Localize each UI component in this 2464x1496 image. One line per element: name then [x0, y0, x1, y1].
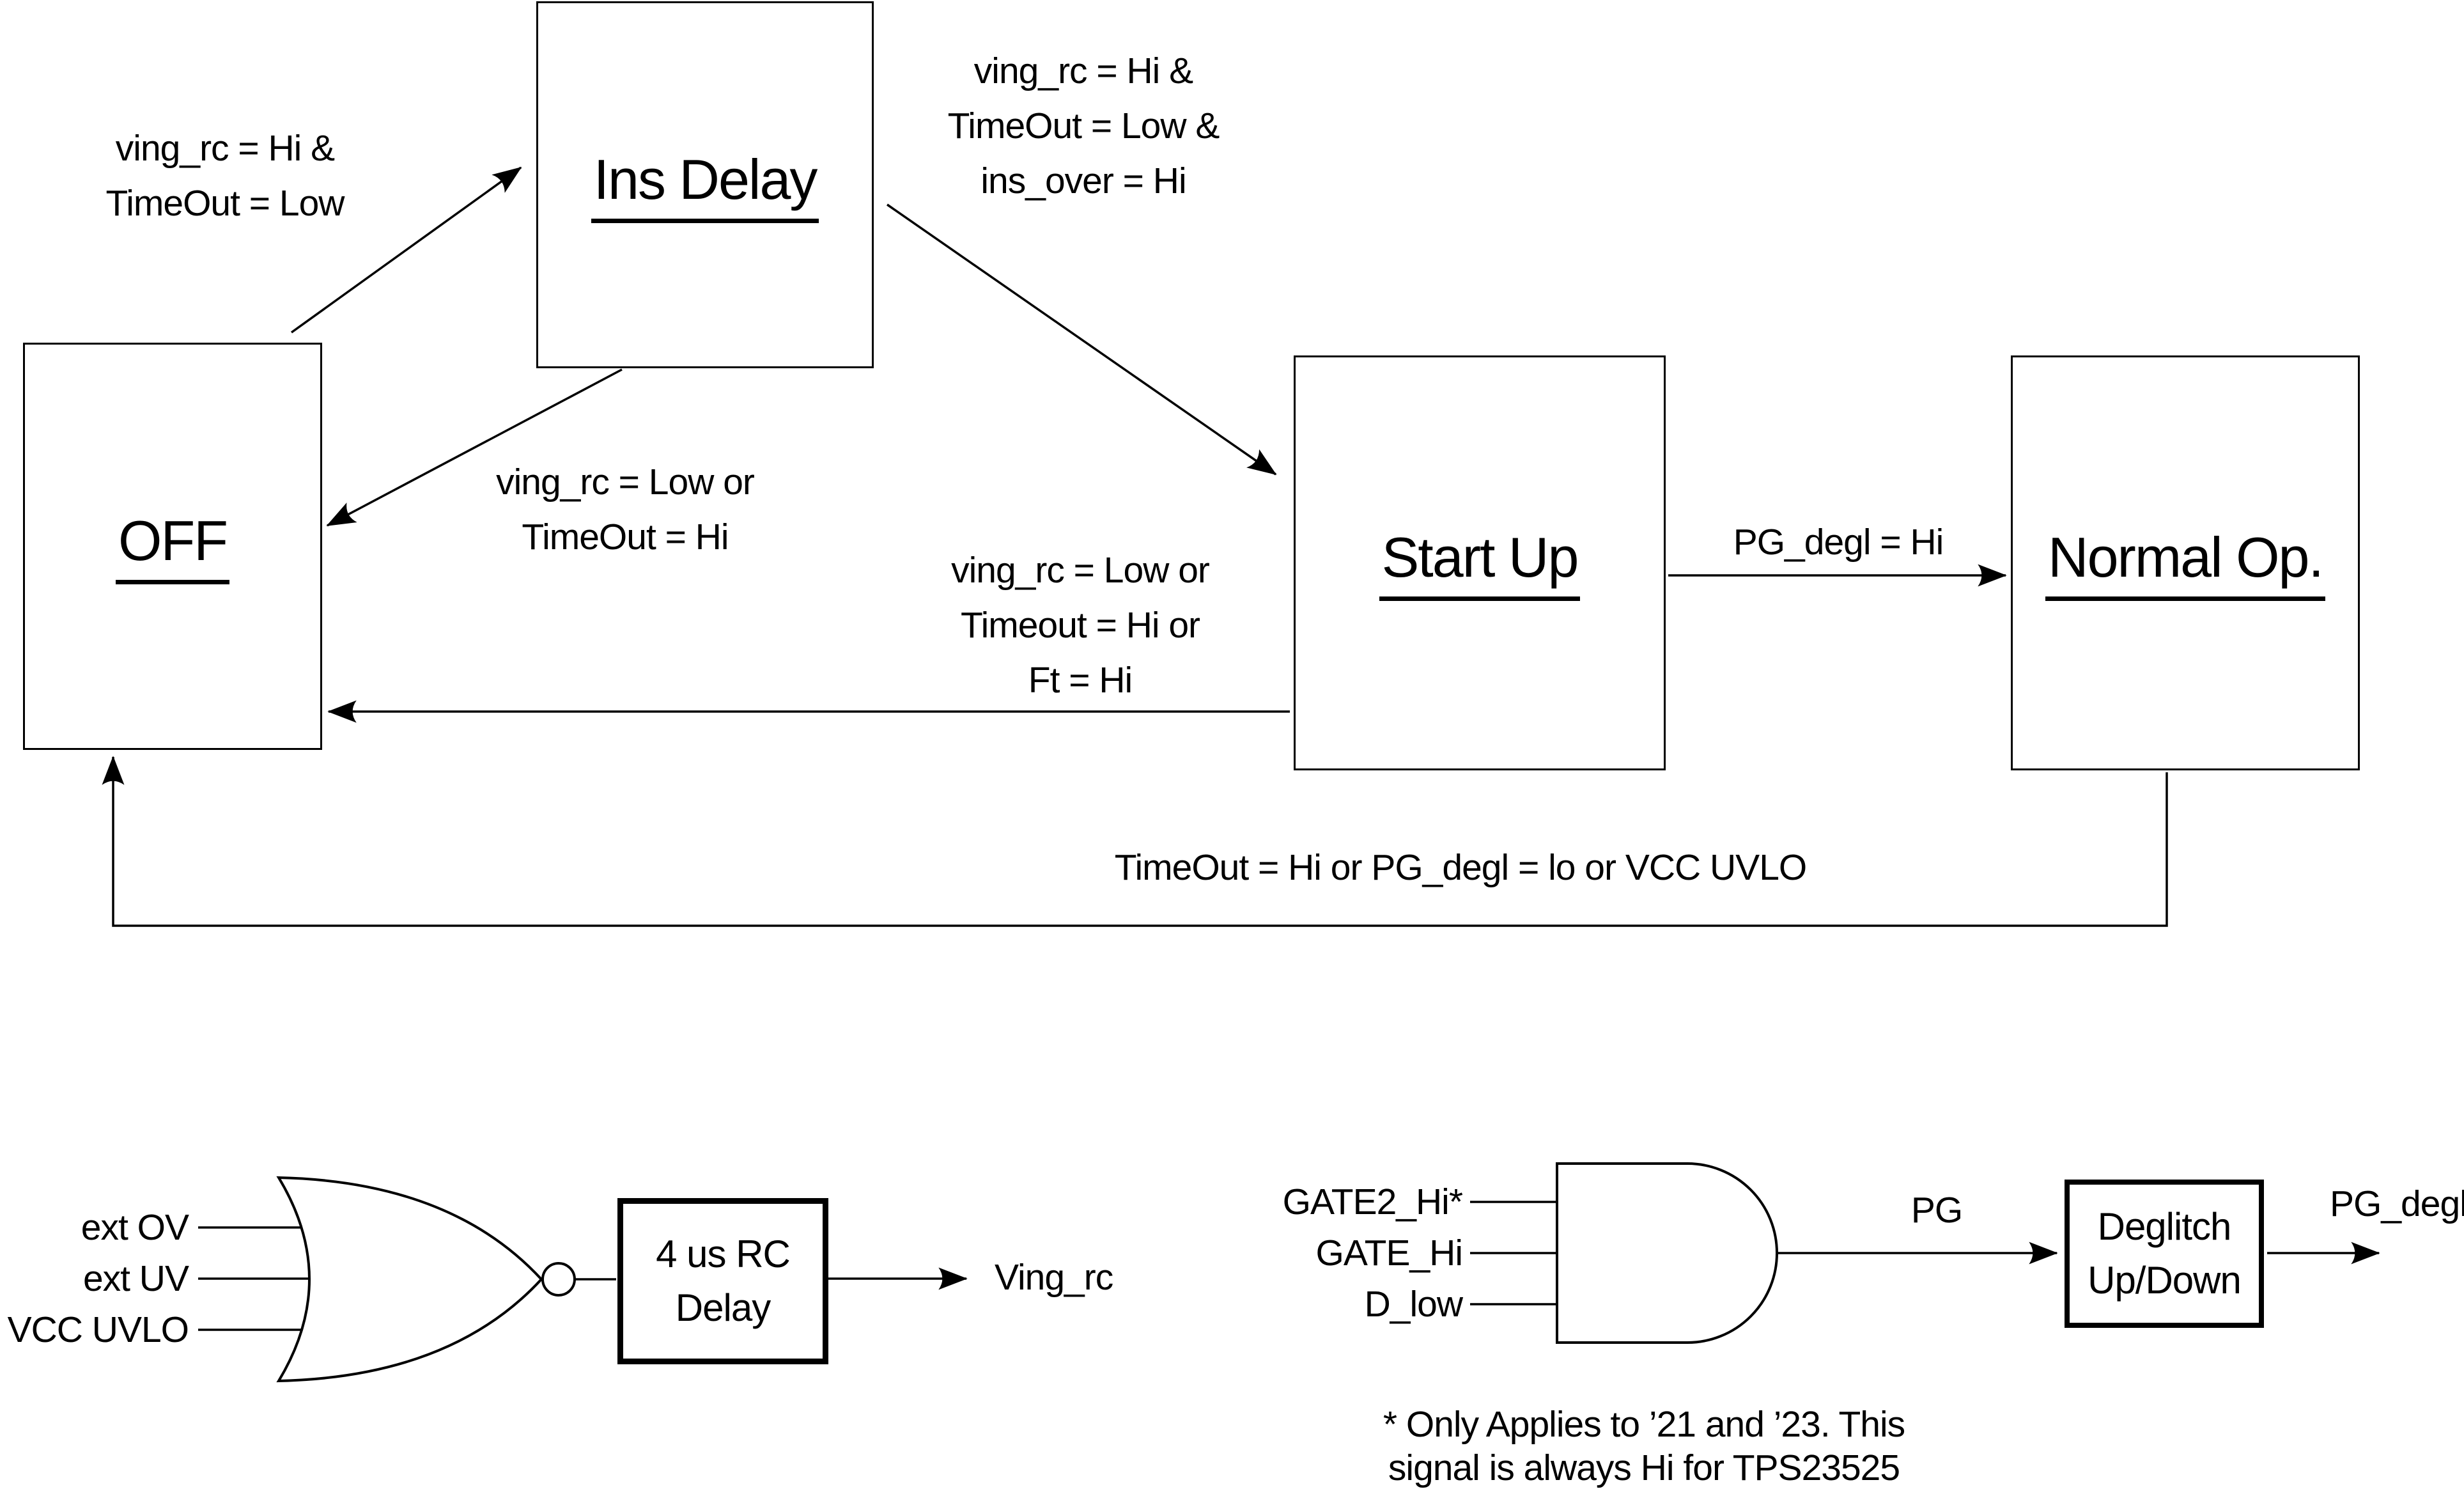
footnote: * Only Applies to ’21 and ’23. This sign…: [1383, 1403, 1905, 1490]
state-box-ins-delay: Ins Delay: [536, 1, 874, 368]
condition-start-up-to-normal-op: PG_degl = Hi: [1733, 515, 1944, 570]
condition-line: TimeOut = Hi or PG_degl = lo or VCC UVLO: [1114, 847, 1807, 888]
signal-gate2-hi: GATE2_Hi*: [1282, 1181, 1463, 1222]
signal-vcc-uvlo: VCC UVLO: [7, 1309, 189, 1350]
arrow-off-to-ins-delay: [290, 166, 522, 334]
condition-line: ving_rc = Low or: [951, 550, 1210, 591]
deglitch-line: Deglitch: [2097, 1205, 2232, 1248]
state-box-start-up: Start Up: [1294, 355, 1666, 770]
footnote-line: signal is always Hi for TPS23525: [1388, 1447, 1900, 1488]
signal-d-low: D_low: [1364, 1284, 1463, 1325]
rc-delay-line: Delay: [675, 1286, 771, 1329]
footnote-line: * Only Applies to ’21 and ’23. This: [1383, 1404, 1905, 1445]
arrow-normal-op-to-off-feedback: [102, 756, 2168, 927]
deglitch-block: Deglitch Up/Down: [2065, 1180, 2264, 1328]
rc-delay-line: 4 us RC: [656, 1233, 791, 1275]
condition-line: TimeOut = Low: [105, 183, 345, 224]
state-label-ins-delay: Ins Delay: [591, 147, 819, 223]
state-label-off: OFF: [116, 508, 229, 584]
signal-pg: PG: [1910, 1190, 1963, 1231]
condition-line: TimeOut = Low &: [947, 105, 1220, 146]
condition-line: ving_rc = Hi &: [973, 51, 1193, 91]
condition-ins-delay-to-start-up: ving_rc = Hi & TimeOut = Low & ins_over …: [948, 43, 1220, 208]
condition-ins-delay-to-off: ving_rc = Low or TimeOut = Hi: [496, 455, 755, 565]
and-gate-icon: [1556, 1162, 1778, 1344]
state-box-normal-op: Normal Op.: [2011, 355, 2360, 770]
signal-ext-uv: ext UV: [82, 1258, 189, 1299]
condition-line: Timeout = Hi or: [960, 605, 1200, 646]
condition-normal-op-to-off: TimeOut = Hi or PG_degl = lo or VCC UVLO: [1114, 840, 1807, 895]
signal-ext-ov: ext OV: [81, 1207, 189, 1248]
condition-line: ving_rc = Hi &: [115, 128, 335, 169]
rc-delay-block: 4 us RC Delay: [617, 1198, 828, 1364]
nor-gate-inverter-bubble: [541, 1262, 576, 1297]
state-label-start-up: Start Up: [1379, 525, 1581, 601]
signal-ving-rc: Ving_rc: [995, 1257, 1113, 1298]
condition-off-to-ins-delay: ving_rc = Hi & TimeOut = Low: [106, 121, 345, 231]
signal-pg-degl: PG_degl: [2330, 1183, 2464, 1224]
condition-line: PG_degl = Hi: [1733, 522, 1944, 563]
condition-line: TimeOut = Hi: [522, 517, 729, 557]
nor-gate-icon: [276, 1176, 543, 1383]
condition-line: ins_over = Hi: [980, 160, 1186, 201]
signal-gate-hi: GATE_Hi: [1315, 1233, 1463, 1274]
arrow-ins-delay-to-off: [326, 368, 623, 527]
condition-start-up-to-off: ving_rc = Low or Timeout = Hi or Ft = Hi: [951, 543, 1210, 708]
condition-line: Ft = Hi: [1028, 660, 1133, 701]
arrow-ins-delay-to-start-up: [887, 203, 1277, 476]
condition-line: ving_rc = Low or: [496, 462, 755, 503]
state-label-normal-op: Normal Op.: [2045, 525, 2325, 601]
state-box-off: OFF: [23, 343, 322, 750]
deglitch-line: Up/Down: [2088, 1259, 2242, 1302]
